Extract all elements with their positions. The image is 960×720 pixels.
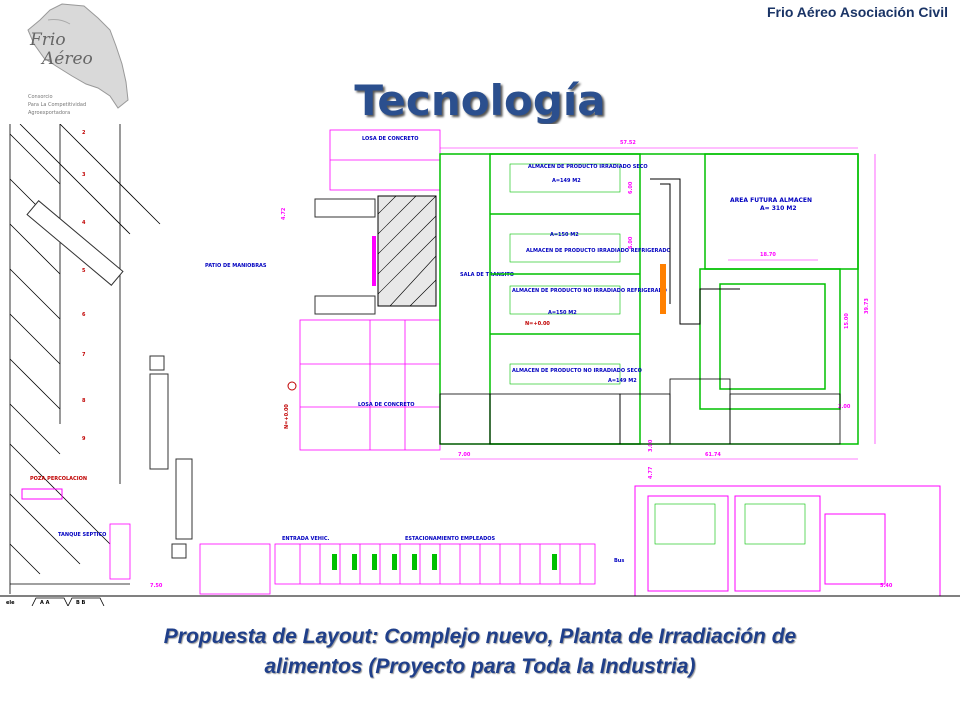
tab-a: A A xyxy=(40,600,50,606)
svg-text:6: 6 xyxy=(82,312,86,318)
parking-stall-markers xyxy=(332,554,557,570)
conveyor-belt xyxy=(660,264,666,314)
label-level1: N=+0.00 xyxy=(525,321,550,327)
cad-layout-tabs: ele A A B B xyxy=(6,600,86,606)
lower-right-offices xyxy=(634,485,941,597)
logo-sub1: Consorcio xyxy=(28,94,53,100)
employee-parking xyxy=(109,523,596,595)
label-alm2: A=150 M2 xyxy=(550,232,579,238)
tab-b: B B xyxy=(76,600,86,606)
label-alm3: ALMACEN DE PRODUCTO NO IRRADIADO REFRIGE… xyxy=(512,288,667,294)
label-alm3b: A=150 M2 xyxy=(548,310,577,316)
cad-floor-plan: 2 3 4 5 6 7 8 9 LOSA DE CONCRETO LOSA DE… xyxy=(0,124,960,606)
poza-outline xyxy=(21,488,63,500)
svg-text:4: 4 xyxy=(82,220,86,226)
label-parking: ESTACIONAMIENTO EMPLEADOS xyxy=(405,536,496,542)
frio-aereo-logo: Frio Aéreo Consorcio Para La Competitivi… xyxy=(27,3,129,116)
caption-line-2: alimentos (Proyecto para Toda la Industr… xyxy=(264,655,696,678)
dim-9: 2.00 xyxy=(838,404,851,410)
truck-icons xyxy=(26,198,376,559)
label-poza: POZA PERCOLACION xyxy=(30,476,87,482)
svg-text:5: 5 xyxy=(82,268,86,274)
parking-diagonal-lines xyxy=(9,124,161,594)
lower-rooms xyxy=(439,378,841,445)
dim-6: 4.72 xyxy=(281,207,287,220)
label-alm1b: A=149 M2 xyxy=(552,178,581,184)
label-tanque: TANQUE SEPTICO xyxy=(58,532,106,538)
peru-map-shape xyxy=(27,3,129,109)
dim-1: 18.70 xyxy=(760,252,776,258)
hatched-area xyxy=(377,195,437,307)
page-title: Tecnología xyxy=(354,76,606,125)
tab-prefix: ele xyxy=(6,600,15,606)
bay-numbers: 2 3 4 5 6 7 8 9 xyxy=(82,130,86,442)
label-alm1: ALMACEN DE PRODUCTO IRRADIADO SECO xyxy=(528,164,648,170)
label-area: AREA FUTURA ALMACEN xyxy=(730,197,812,204)
storage-racks xyxy=(509,163,621,385)
level-marker xyxy=(287,381,297,391)
label-level2: N=+0.00 xyxy=(284,404,290,429)
label-sala: SALA DE TRANSITO xyxy=(460,272,514,278)
dim-4: 39.73 xyxy=(864,298,870,314)
svg-text:9: 9 xyxy=(82,436,86,442)
svg-text:7: 7 xyxy=(82,352,86,358)
dim-11: 4.77 xyxy=(648,466,654,479)
dim-0: 57.52 xyxy=(620,140,636,146)
svg-text:2: 2 xyxy=(82,130,86,136)
dimension-lines xyxy=(440,147,876,460)
conveyor-path xyxy=(650,178,740,325)
label-areab: A= 310 M2 xyxy=(760,205,797,212)
label-losa-2: LOSA DE CONCRETO xyxy=(358,402,414,408)
label-entrada: ENTRADA VEHIC. xyxy=(282,536,329,542)
organization-name: Frio Aéreo Asociación Civil xyxy=(766,4,948,20)
dim-10: 3.00 xyxy=(648,439,654,452)
label-losa-1: LOSA DE CONCRETO xyxy=(362,136,418,142)
logo-sub3: Agroexportadora xyxy=(28,110,70,116)
svg-text:8: 8 xyxy=(82,398,86,404)
dim-13: 5.40 xyxy=(880,583,893,589)
logo-word-frio: Frio xyxy=(29,30,66,50)
label-patio: PATIO DE MANIOBRAS xyxy=(205,263,267,269)
dim-5: 15.00 xyxy=(844,313,850,329)
label-alm4: ALMACEN DE PRODUCTO NO IRRADIADO SECO xyxy=(512,368,642,374)
slide-caption: Propuesta de Layout: Complejo nuevo, Pla… xyxy=(0,622,960,682)
label-alm2b: ALMACEN DE PRODUCTO IRRADIADO REFRIGERAD… xyxy=(526,248,671,254)
logo-word-aereo: Aéreo xyxy=(40,49,93,69)
label-bus: Bus xyxy=(614,558,624,564)
dim-12: 7.50 xyxy=(150,583,163,589)
dim-3: 7.00 xyxy=(458,452,471,458)
dim-2: 61.74 xyxy=(705,452,721,458)
dim-7: 6.00 xyxy=(628,181,634,194)
label-alm4b: A=149 M2 xyxy=(608,378,637,384)
dim-8: 6.00 xyxy=(628,236,634,249)
caption-line-1: Propuesta de Layout: Complejo nuevo, Pla… xyxy=(163,625,797,648)
svg-text:3: 3 xyxy=(82,172,86,178)
logo-sub2: Para La Competitividad xyxy=(28,102,86,108)
